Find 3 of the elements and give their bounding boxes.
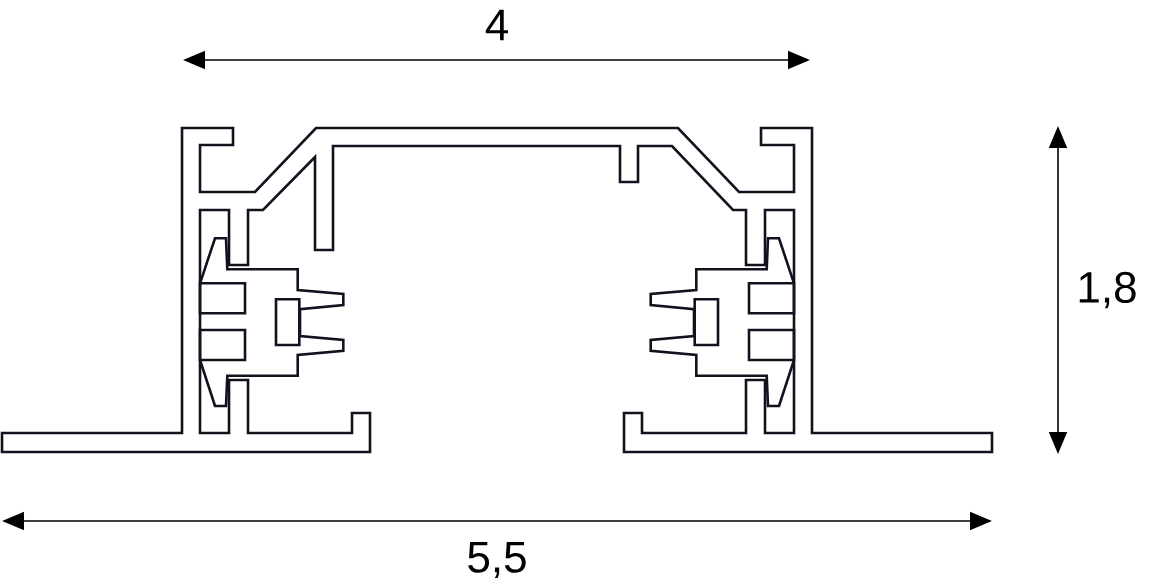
dimension-label: 4 <box>485 9 508 41</box>
dimension-label: 1,8 <box>1079 271 1136 309</box>
dimension-label: 5,5 <box>468 542 526 578</box>
